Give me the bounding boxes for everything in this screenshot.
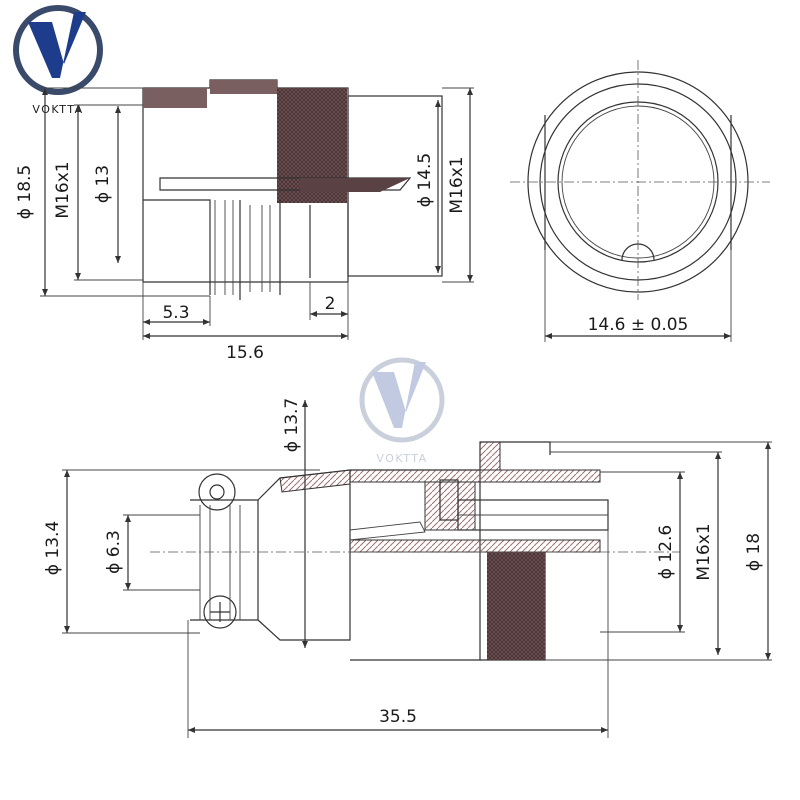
screw-slot bbox=[210, 602, 230, 622]
coupling-tab bbox=[479, 441, 501, 471]
dim-d12_6: ϕ 12.6 bbox=[656, 525, 676, 579]
sleeve bbox=[257, 469, 351, 641]
dim-d13_7: ϕ 13.7 bbox=[282, 398, 302, 452]
clamp-ear-hole bbox=[209, 484, 225, 500]
dim-35_5: 35.5 bbox=[379, 707, 417, 727]
inner-hatch-mid bbox=[349, 539, 601, 553]
collar-dark bbox=[143, 88, 207, 108]
lower-grooves bbox=[214, 200, 271, 295]
watermark-ring bbox=[359, 357, 445, 443]
bottom-view: ϕ 13.7 ϕ 13.4 ϕ 6.3 ϕ 12.6 M16x1 ϕ 18 35… bbox=[43, 398, 772, 738]
inner-hatch-top bbox=[349, 469, 601, 483]
spring-detail bbox=[349, 521, 426, 541]
watermark-v-icon bbox=[372, 362, 426, 428]
lower-body bbox=[143, 199, 311, 300]
dim-m16x1-left: M16x1 bbox=[53, 161, 73, 218]
top-side-view: ϕ 18.5 M16x1 ϕ 13 ϕ 14.5 M16x1 5.3 2 15.… bbox=[15, 79, 474, 363]
hex-flats bbox=[544, 115, 732, 250]
dim-d14_5: ϕ 14.5 bbox=[415, 153, 435, 207]
dim-2: 2 bbox=[325, 294, 336, 314]
clamp-lines bbox=[199, 505, 241, 620]
knurled-grip bbox=[487, 552, 545, 660]
dim-14_6: 14.6 ± 0.05 bbox=[588, 315, 689, 335]
sleeve-top-band bbox=[279, 469, 351, 493]
insert-block bbox=[424, 481, 476, 531]
dim-d6_3: ϕ 6.3 bbox=[104, 530, 124, 574]
watermark-logo: VOKTTA bbox=[359, 357, 445, 465]
dim-d18_5: ϕ 18.5 bbox=[15, 165, 35, 219]
screw-head-icon bbox=[203, 595, 237, 629]
logo-v-icon bbox=[28, 12, 86, 78]
dim-m16x1-right: M16x1 bbox=[447, 156, 467, 213]
dim-d13: ϕ 13 bbox=[93, 165, 113, 203]
watermark-brand-name: VOKTTA bbox=[376, 452, 427, 465]
dim-d18: ϕ 18 bbox=[744, 533, 764, 571]
clamp-body bbox=[190, 499, 259, 621]
dim-5_3: 5.3 bbox=[162, 303, 189, 323]
pin-tip bbox=[300, 178, 410, 192]
clamp-ear-top bbox=[198, 473, 236, 511]
dim-m16x1: M16x1 bbox=[694, 523, 714, 580]
front-view: 14.6 ± 0.05 bbox=[510, 60, 770, 342]
dim-15_6: 15.6 bbox=[226, 343, 264, 363]
logo-ring bbox=[13, 5, 103, 95]
dim-d13_4: ϕ 13.4 bbox=[43, 521, 63, 575]
brand-logo: VOKTTA bbox=[13, 5, 103, 116]
collar-top bbox=[210, 80, 277, 94]
